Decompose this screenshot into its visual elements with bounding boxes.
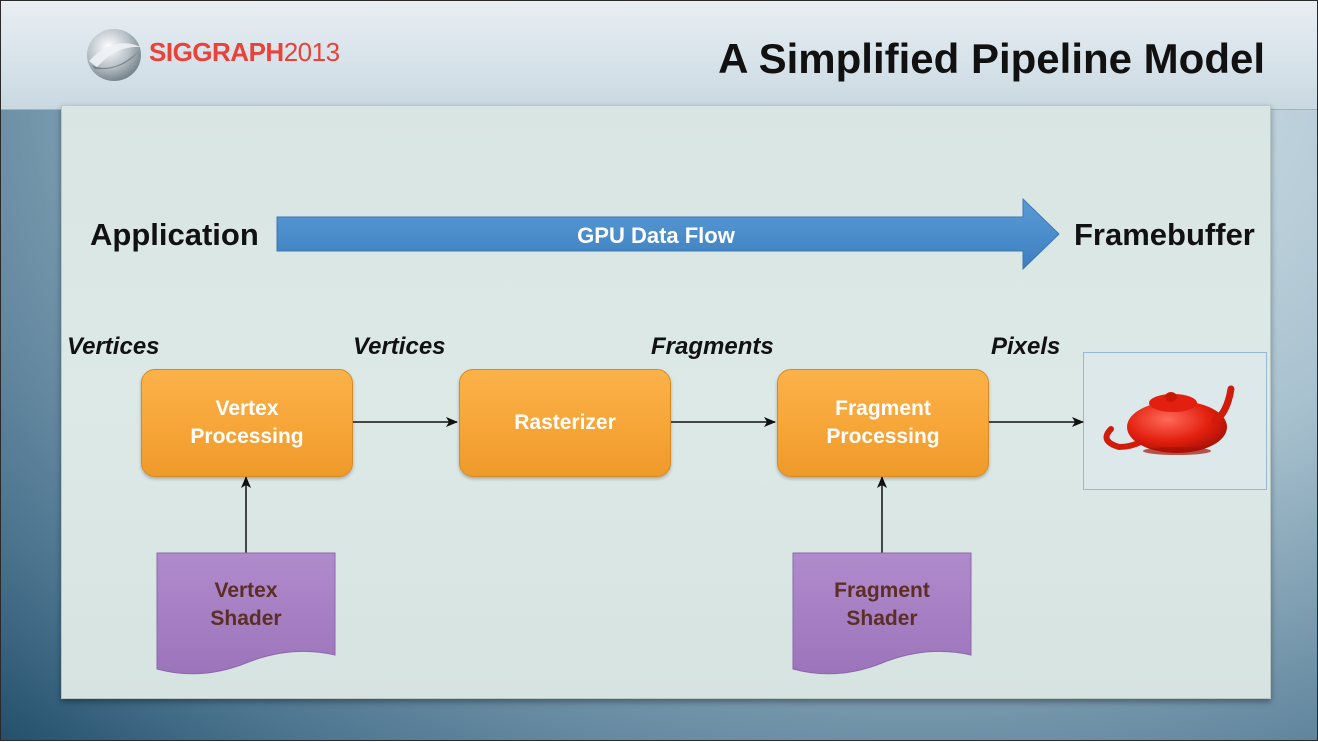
fragment-processing-label: Fragment Processing: [826, 397, 940, 448]
stage-label-pixels: Pixels: [991, 333, 1061, 360]
stage-label-vertices-in: Vertices: [67, 333, 160, 360]
application-label: Application: [90, 217, 259, 252]
header-band: [1, 1, 1317, 110]
fragment-processing-box: Fragment Processing: [777, 369, 989, 477]
siggraph-logo-icon: [87, 29, 141, 81]
rasterizer-box: Rasterizer: [459, 369, 671, 477]
gpu-data-flow-arrow: [276, 197, 1060, 271]
framebuffer-label: Framebuffer: [1074, 217, 1255, 252]
vertex-shader-label: Vertex Shader: [210, 579, 282, 630]
fragment-shader-label: Fragment Shader: [834, 579, 930, 630]
siggraph-logo: SIGGRAPH2013: [83, 25, 373, 85]
fragment-shader-document: [792, 552, 972, 675]
rasterizer-label: Rasterizer: [514, 411, 616, 434]
gpu-data-flow-label: GPU Data Flow: [577, 223, 735, 248]
page-title: A Simplified Pipeline Model: [718, 35, 1265, 82]
logo-name: SIGGRAPH: [149, 37, 284, 67]
teapot-image: [1103, 385, 1235, 455]
logo-year: 2013: [283, 37, 340, 67]
vertex-processing-box: Vertex Processing: [141, 369, 353, 477]
stage-label-vertices-out: Vertices: [353, 333, 446, 360]
vertex-processing-label: Vertex Processing: [190, 397, 304, 448]
vertex-shader-document: [156, 552, 336, 675]
logo-text: SIGGRAPH2013: [149, 37, 340, 68]
stage-label-fragments: Fragments: [651, 333, 774, 360]
